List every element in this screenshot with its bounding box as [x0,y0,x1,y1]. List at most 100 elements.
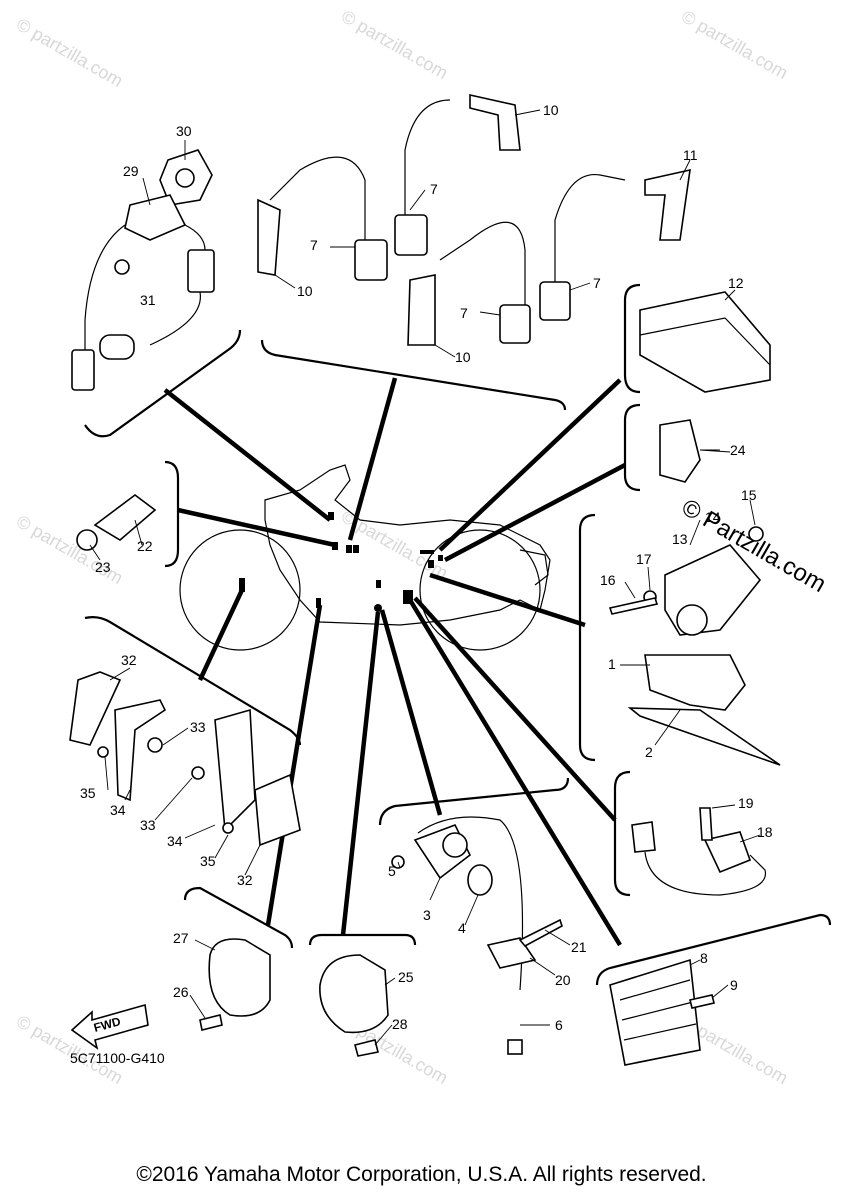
callout-23: 23 [95,559,111,575]
callout-32-bottom: 32 [237,872,253,888]
callout-21: 21 [571,939,587,955]
callout-20: 20 [555,972,571,988]
callout-29: 29 [123,163,139,179]
regulator-body [609,958,701,1066]
bolt-21 [518,918,563,948]
callout-33-bottom: 33 [140,817,156,833]
callout-10-left: 10 [297,283,313,299]
callout-7-top: 7 [430,181,438,197]
sensor-29 [124,194,187,241]
plug-cap-10c [407,274,436,346]
pad-32a [69,671,122,746]
band-2 [627,707,781,766]
sensor-assembly-29-31 [71,149,215,391]
bolt-16 [608,597,659,615]
callout-34-left: 34 [110,802,126,818]
callout-3: 3 [423,907,431,923]
pad-assemblies [69,671,301,847]
callout-11: 11 [683,147,698,163]
watermark-1: © partzilla.com [13,14,126,91]
ignition-coils [257,94,691,346]
callout-15: 15 [741,487,757,503]
fwd-label: FWD [92,1014,122,1035]
pad-32b [254,773,301,847]
bolt-9 [689,994,715,1009]
plug-cap-10b [469,94,521,151]
diagram-code: 5C71100-G410 [70,1050,165,1066]
ecu-12 [639,291,771,393]
group-connection-lines [163,377,627,947]
bolt-28 [354,1039,379,1057]
regulator-8 [609,958,715,1066]
coil-7c [499,304,531,344]
callout-leaders [89,109,761,1046]
callout-10-top: 10 [543,102,559,118]
callout-35-bottom: 35 [200,853,216,869]
callout-7-mid: 7 [460,305,468,321]
plug-cap-10a [257,198,281,276]
washer-33a [147,737,163,753]
watermark-3: © partzilla.com [678,6,791,83]
watermark-2: © partzilla.com [338,6,451,83]
relay-24 [659,419,701,483]
coil-7a [354,239,388,281]
bolt-26 [199,1014,223,1031]
bracket-34a [114,699,167,802]
group-brackets [84,283,832,986]
callout-27: 27 [173,930,189,946]
motorcycle-outline [179,464,551,651]
callout-17: 17 [636,551,652,567]
callout-34-bottom: 34 [167,833,183,849]
callout-7-left: 7 [310,237,318,253]
ecu-and-relay [639,291,771,483]
washer-35a [97,746,109,758]
callout-26: 26 [173,984,189,1000]
callout-31: 31 [140,292,156,308]
callout-7-right: 7 [593,275,601,291]
callout-19: 19 [738,795,754,811]
copyright-notice: ©2016 Yamaha Motor Corporation, U.S.A. A… [136,1163,707,1186]
callout-12: 12 [728,275,744,291]
callout-33-top: 33 [190,719,206,735]
clamp-20 [486,937,537,969]
callout-4: 4 [458,920,466,936]
callout-35-left: 35 [80,785,96,801]
screw-15 [748,526,764,542]
bracket-34b [214,708,256,832]
washer-33b [191,766,205,780]
plug-cap-11 [644,168,691,241]
callout-6: 6 [555,1017,563,1033]
connector-6 [507,1039,523,1055]
callout-1: 1 [608,656,616,672]
callout-8: 8 [700,950,708,966]
o-ring-4 [467,864,493,896]
washer-23 [76,529,98,551]
callout-numbers: 30 29 31 10 11 7 7 7 7 10 10 12 24 15 14… [80,102,773,1033]
coil-7d [539,281,571,321]
callout-16: 16 [600,572,616,588]
sensor-22 [76,494,157,551]
callout-13: 13 [672,531,688,547]
callout-30: 30 [176,123,192,139]
sensor-assembly-3 [391,816,563,1055]
coil-7b [394,214,428,256]
callout-24: 24 [730,442,746,458]
horns [199,938,389,1057]
callout-18: 18 [757,824,773,840]
callout-2: 2 [645,744,653,760]
screw-31 [114,259,130,275]
horn-27 [208,938,271,1017]
horn-25 [319,954,389,1034]
sensor-18 [631,807,767,896]
callout-14: 14 [705,509,721,525]
sensor-18-body [703,831,752,874]
callout-10-bottom: 10 [455,349,471,365]
pad-1 [644,654,746,711]
callout-25: 25 [398,969,414,985]
callout-28: 28 [392,1016,408,1032]
callout-22: 22 [137,538,153,554]
sensor-assembly-13 [608,526,781,766]
callout-9: 9 [730,977,738,993]
forward-arrow: FWD [70,1003,149,1050]
